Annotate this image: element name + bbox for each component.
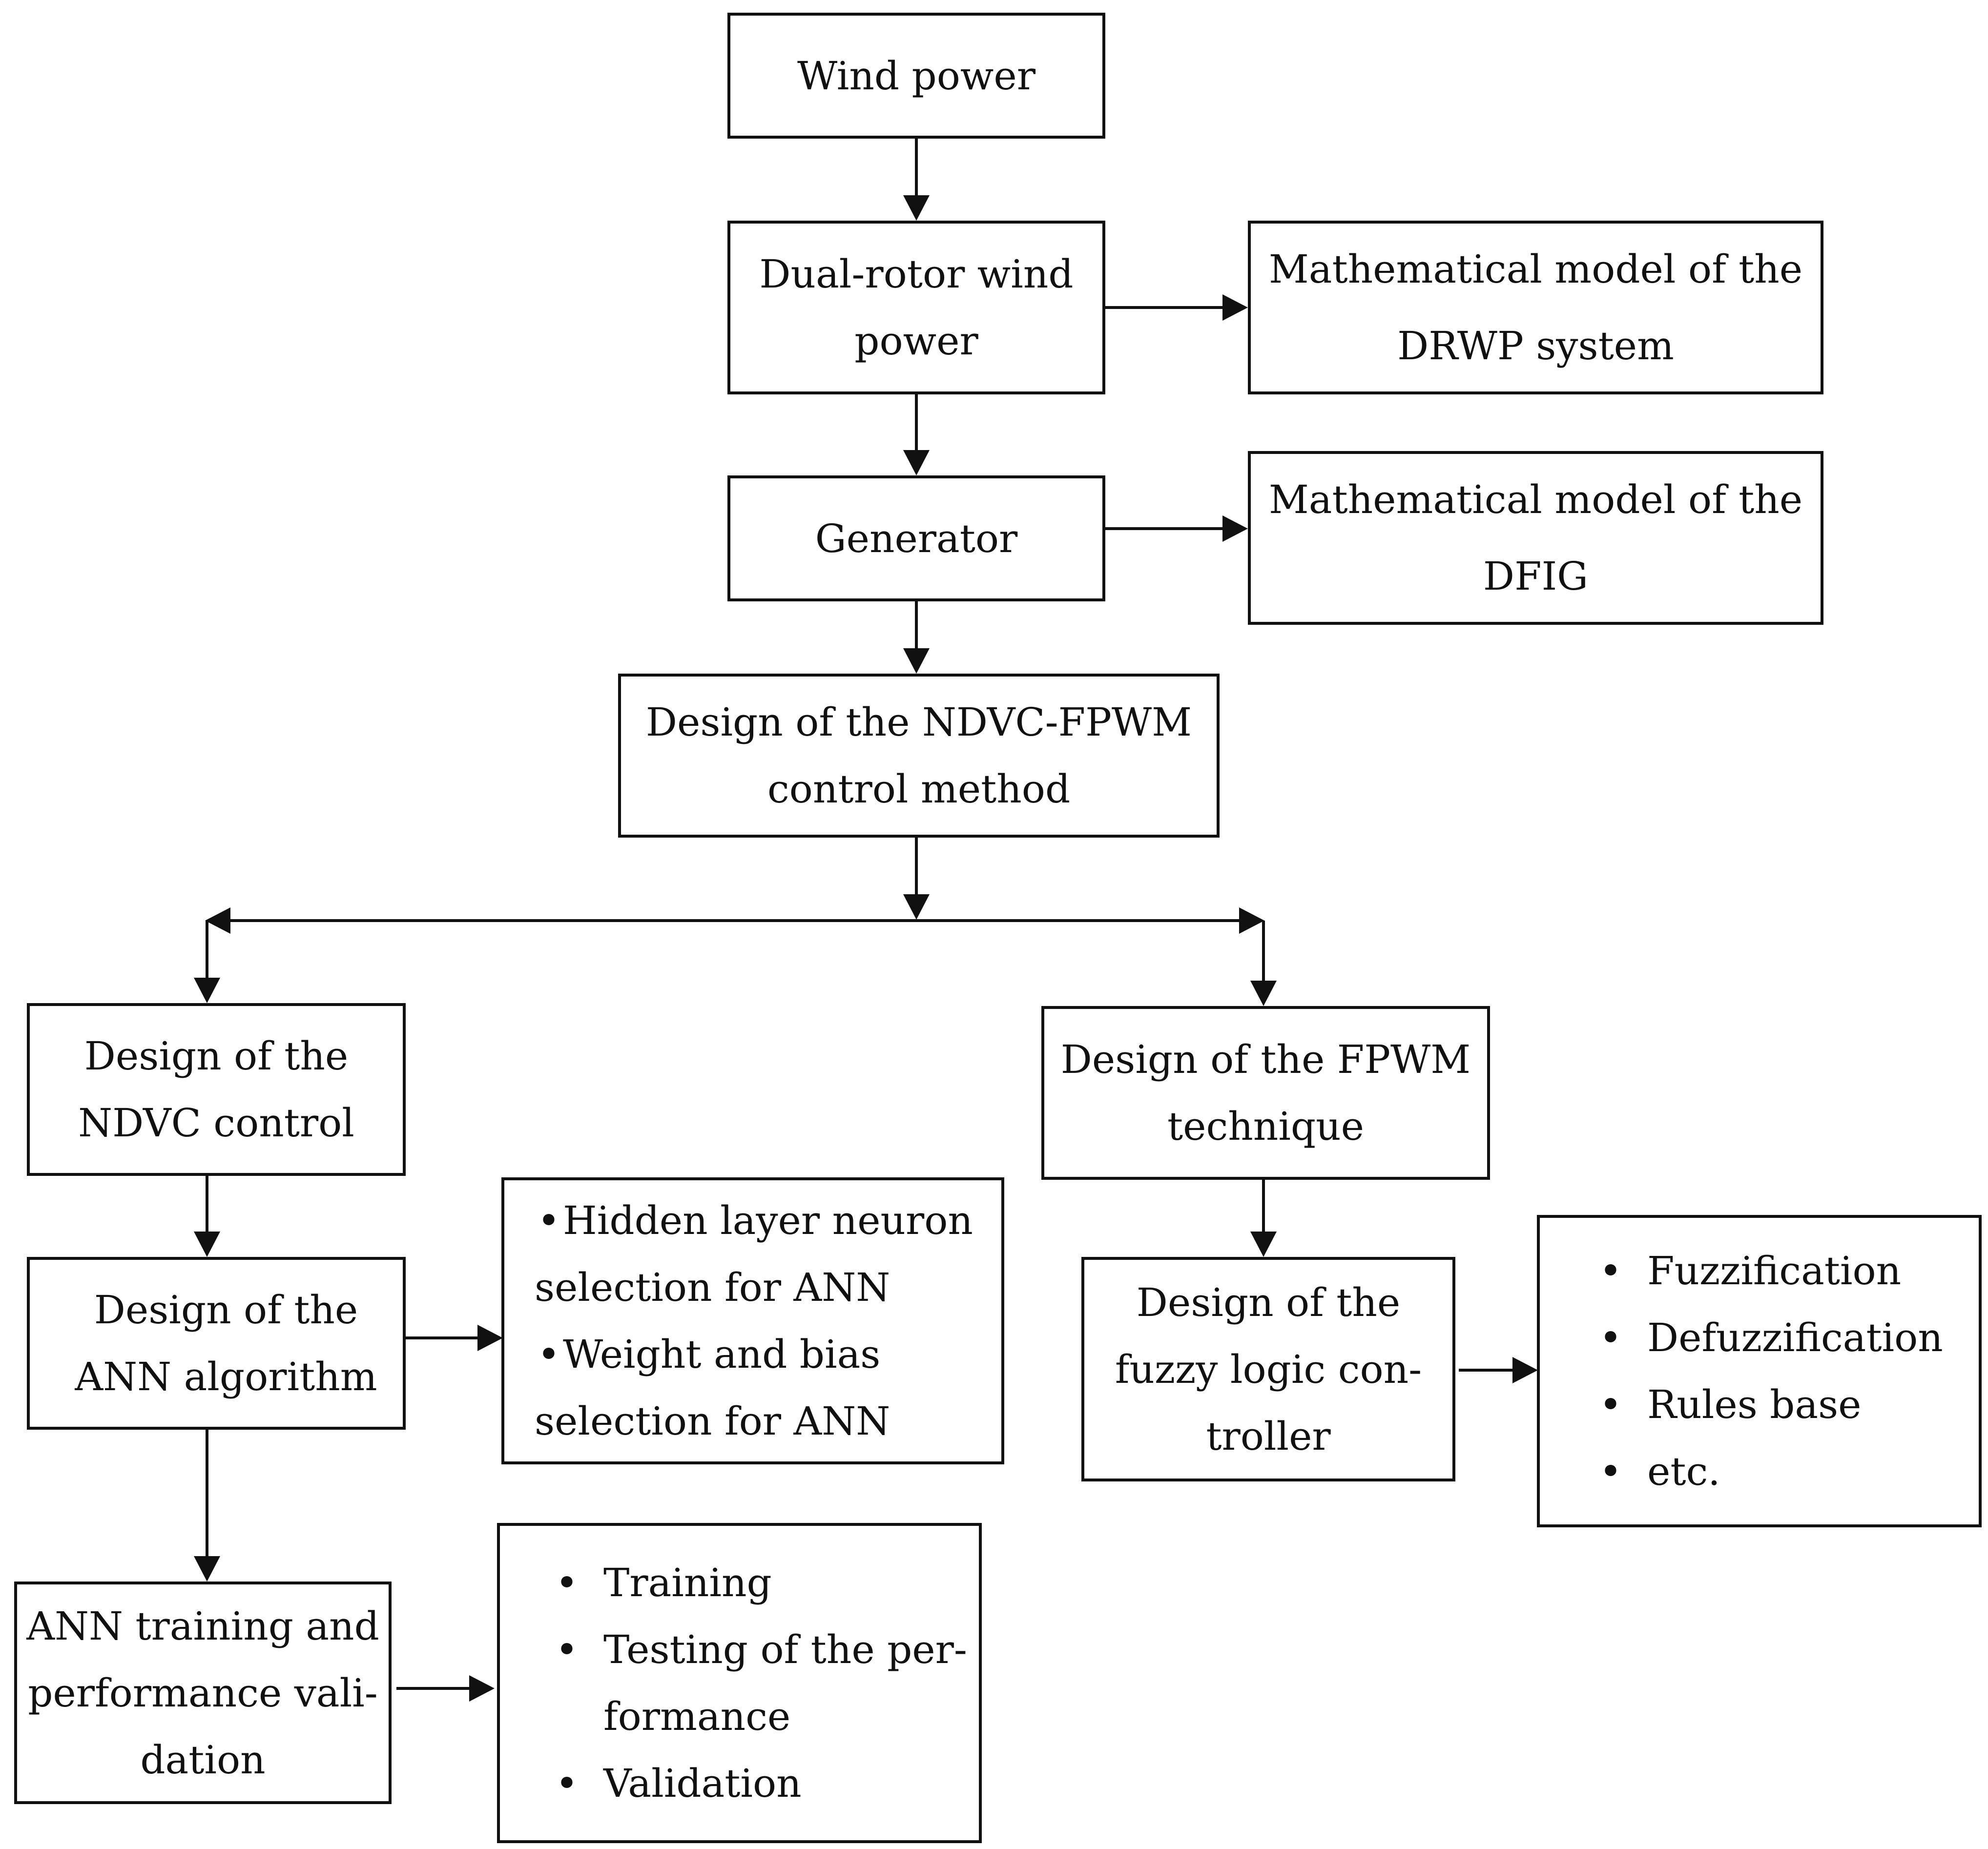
node-text: power bbox=[854, 318, 978, 364]
node-text: ANN algorithm bbox=[75, 1354, 377, 1399]
node-training-items-list: •Training •Testing of the per- formance … bbox=[497, 1523, 982, 1843]
node-ndvc-control: Design of the NDVC control bbox=[27, 1003, 406, 1176]
bullet-icon: • bbox=[555, 1560, 579, 1605]
node-text: Design of the bbox=[1136, 1279, 1401, 1325]
node-text: Design of the bbox=[94, 1287, 358, 1333]
node-text: Design of the NDVC-FPWM bbox=[645, 699, 1192, 745]
node-fuzzy-logic-controller: Design of the fuzzy logic con- troller bbox=[1081, 1257, 1455, 1481]
arrowhead bbox=[469, 1675, 495, 1702]
node-fpwm-technique: Design of the FPWM technique bbox=[1041, 1006, 1490, 1180]
list-item: • Training bbox=[530, 1549, 772, 1616]
arrowhead bbox=[1512, 1357, 1538, 1383]
arrowhead bbox=[1222, 515, 1248, 542]
arrowhead bbox=[903, 195, 930, 221]
list-item-text: Training bbox=[603, 1560, 772, 1605]
list-item: •Hidden layer neuron bbox=[535, 1187, 973, 1254]
arrowhead bbox=[194, 1556, 220, 1582]
node-ann-training-validation: ANN training and performance vali- datio… bbox=[14, 1582, 392, 1804]
bullet-icon: • bbox=[555, 1627, 579, 1672]
node-text: dation bbox=[140, 1737, 266, 1783]
node-text: troller bbox=[1206, 1413, 1331, 1459]
node-text: control method bbox=[767, 766, 1071, 812]
list-item: • Testing of the per- bbox=[530, 1616, 967, 1683]
node-text: fuzzy logic con- bbox=[1115, 1346, 1422, 1392]
bullet-icon: • bbox=[1599, 1248, 1622, 1294]
node-dfig-model: Mathematical model of the DFIG bbox=[1248, 451, 1823, 625]
node-text: DRWP system bbox=[1397, 323, 1674, 369]
node-text: technique bbox=[1167, 1104, 1364, 1149]
node-wind-power: Wind power bbox=[727, 13, 1105, 139]
arrowhead bbox=[477, 1325, 503, 1351]
bullet-icon: • bbox=[537, 1332, 560, 1377]
node-text: Mathematical model of the bbox=[1268, 477, 1803, 522]
node-text: DFIG bbox=[1483, 554, 1589, 599]
node-ann-algorithm: Design of the ANN algorithm bbox=[27, 1257, 406, 1430]
list-item-text: Validation bbox=[603, 1761, 802, 1806]
arrowhead bbox=[205, 907, 230, 934]
node-text: Generator bbox=[815, 515, 1018, 561]
list-item-text: Rules base bbox=[1647, 1382, 1862, 1427]
arrowhead bbox=[1250, 1232, 1277, 1257]
node-drwp-model: Mathematical model of the DRWP system bbox=[1248, 221, 1823, 394]
list-item: • etc. bbox=[1574, 1438, 1720, 1505]
arrowhead bbox=[1239, 907, 1264, 934]
arrowhead bbox=[903, 894, 930, 920]
node-text: Design of the FPWM bbox=[1060, 1037, 1471, 1082]
arrowhead bbox=[1250, 981, 1277, 1006]
list-item: • Rules base bbox=[1574, 1371, 1861, 1438]
list-item: •Weight and bias bbox=[535, 1321, 880, 1388]
node-text: performance vali- bbox=[28, 1670, 378, 1716]
node-text: Mathematical model of the bbox=[1268, 247, 1803, 292]
list-item: • Defuzzification bbox=[1574, 1304, 1943, 1371]
node-ann-selection-list: •Hidden layer neuron selection for ANN •… bbox=[501, 1177, 1004, 1464]
list-item-text: Testing of the per- bbox=[603, 1627, 967, 1672]
node-fuzzy-items-list: • Fuzzification • Defuzzification • Rules b… bbox=[1537, 1215, 1982, 1527]
bullet-icon: • bbox=[555, 1761, 579, 1806]
bullet-icon: • bbox=[1599, 1315, 1622, 1360]
arrowhead bbox=[903, 648, 930, 674]
list-item: formance bbox=[603, 1694, 791, 1739]
arrowhead bbox=[1222, 294, 1248, 321]
node-text: Dual-rotor wind bbox=[759, 251, 1074, 297]
list-item-text: etc. bbox=[1647, 1449, 1720, 1494]
bullet-icon: • bbox=[537, 1198, 560, 1243]
node-text: Design of the bbox=[84, 1033, 349, 1079]
node-text: NDVC control bbox=[78, 1100, 354, 1146]
bullet-icon: • bbox=[1599, 1449, 1622, 1494]
list-item-text: Fuzzification bbox=[1647, 1248, 1902, 1294]
list-item-text: Weight and bias bbox=[563, 1332, 881, 1377]
list-item: selection for ANN bbox=[535, 1265, 890, 1310]
list-item: selection for ANN bbox=[535, 1398, 890, 1444]
arrowhead bbox=[194, 978, 220, 1003]
node-text: ANN training and bbox=[26, 1603, 379, 1649]
node-text: Wind power bbox=[797, 53, 1035, 99]
arrowhead bbox=[194, 1232, 220, 1257]
list-item-text: Defuzzification bbox=[1647, 1315, 1943, 1360]
arrowhead bbox=[903, 450, 930, 475]
node-generator: Generator bbox=[727, 475, 1105, 601]
node-dual-rotor-wind-power: Dual-rotor wind power bbox=[727, 221, 1105, 394]
node-ndvc-fpwm-method: Design of the NDVC-FPWM control method bbox=[618, 674, 1220, 838]
list-item: • Fuzzification bbox=[1574, 1237, 1901, 1304]
list-item-text: Hidden layer neuron bbox=[563, 1198, 973, 1243]
list-item: • Validation bbox=[530, 1750, 802, 1817]
bullet-icon: • bbox=[1599, 1382, 1622, 1427]
